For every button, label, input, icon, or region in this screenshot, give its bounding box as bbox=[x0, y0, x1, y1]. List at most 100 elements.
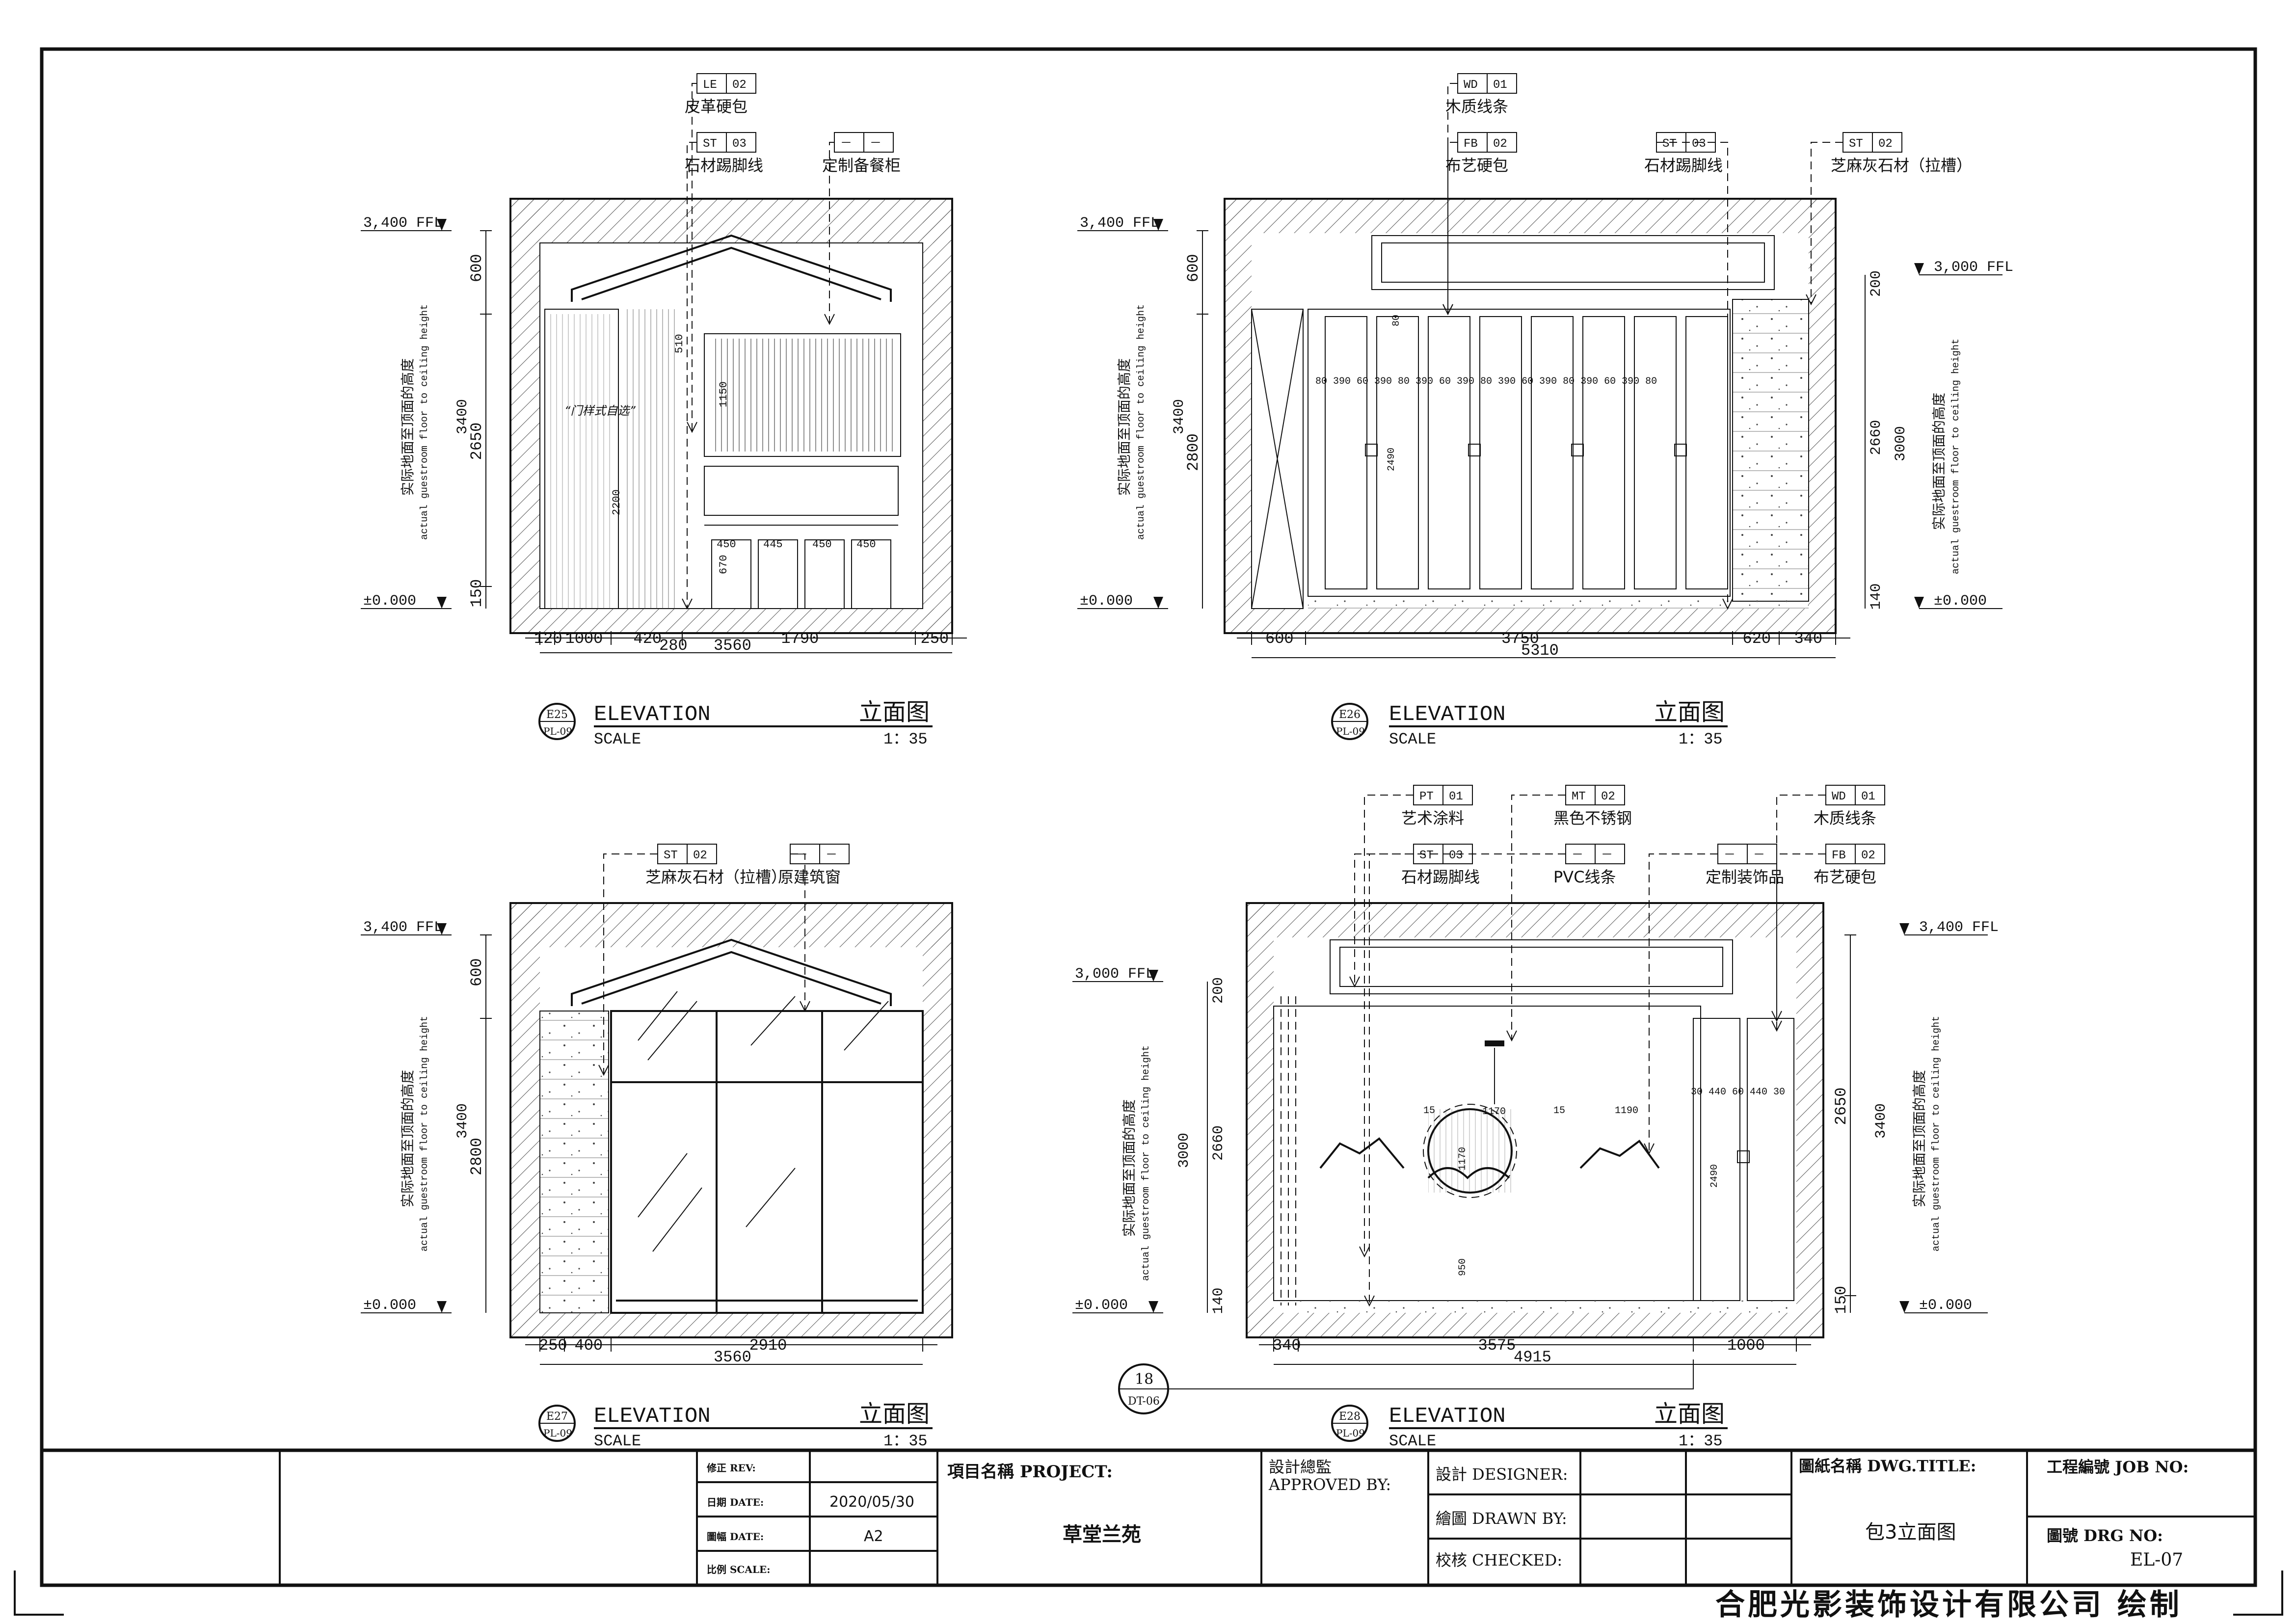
level-top-marker bbox=[437, 923, 447, 935]
left-total: 3000 bbox=[1176, 1133, 1193, 1168]
material-tag-arrow bbox=[598, 1065, 609, 1076]
right-dim: 200 bbox=[1868, 270, 1885, 297]
panel-knot bbox=[1737, 1150, 1750, 1163]
cabinet-door-1 bbox=[711, 539, 751, 609]
material-tag-leader bbox=[687, 142, 697, 609]
metal-trim bbox=[1485, 1040, 1504, 1046]
scale-label: 比例 SCALE: bbox=[707, 1564, 771, 1575]
view-id: E27 bbox=[546, 1411, 568, 1423]
vertical-dim: 600 bbox=[1184, 254, 1202, 282]
circle-dim: 1170 bbox=[1482, 1106, 1506, 1118]
material-tag-label: 石材踢脚线 bbox=[1644, 156, 1723, 175]
panel-knot bbox=[1674, 444, 1687, 456]
height-note-cn: 实际地面至顶面的高度 bbox=[400, 1070, 416, 1207]
door-note: “门样式自选” bbox=[564, 404, 636, 418]
floor-hatch bbox=[1225, 609, 1836, 633]
circle-dim: 15 bbox=[1423, 1105, 1435, 1117]
circle-dim: 1190 bbox=[1615, 1105, 1638, 1117]
skirting bbox=[1298, 1301, 1796, 1313]
material-tag-label: 石材踢脚线 bbox=[685, 156, 763, 175]
project-name: 草堂兰苑 bbox=[1063, 1523, 1141, 1546]
material-tag-code: － bbox=[796, 849, 808, 862]
panel-dim: 450 bbox=[812, 538, 832, 551]
material-tag-leader bbox=[790, 853, 805, 1011]
view-title-cn: 立面图 bbox=[1654, 1400, 1725, 1428]
material-tag-code: WD bbox=[1832, 790, 1846, 803]
height-note-cn: 实际地面至顶面的高度 bbox=[1931, 393, 1947, 530]
level-left-bottom-marker bbox=[1148, 1301, 1158, 1313]
material-tag-label: 布艺硬包 bbox=[1445, 156, 1508, 175]
material-tag-arrow bbox=[1722, 598, 1733, 610]
vertical-dim: 600 bbox=[468, 958, 486, 986]
panel-row-dims: 30 440 60 440 30 bbox=[1691, 1087, 1785, 1098]
elevation-e26: 80 390 60 390 80 390 60 390 80 390 60 39… bbox=[1224, 198, 1837, 634]
panel-height-dim: 2490 bbox=[1386, 448, 1397, 471]
level-right-top: 3,000 FFL bbox=[1934, 259, 2013, 276]
level-bottom: ±0.000 bbox=[1919, 1297, 1972, 1314]
title-block-grid bbox=[279, 1450, 2255, 1585]
material-tag-code: FB bbox=[1464, 137, 1478, 151]
view-id: E28 bbox=[1339, 1411, 1361, 1423]
material-tag-num: － bbox=[870, 137, 881, 151]
panel-knot bbox=[1468, 444, 1481, 456]
horizontal-dim: 250 bbox=[921, 630, 949, 648]
mirror-cross bbox=[1251, 309, 1304, 609]
fabric-panel bbox=[1685, 316, 1728, 589]
door-height-dim: 2200 bbox=[611, 489, 623, 515]
material-tag-code: ST bbox=[664, 849, 678, 862]
title-block-frame bbox=[40, 1448, 2257, 1587]
material-tag-num: 02 bbox=[732, 79, 747, 92]
material-tag-arrow bbox=[687, 422, 697, 433]
level-bottom: ±0.000 bbox=[1080, 593, 1133, 610]
left-dim: 140 bbox=[1210, 1287, 1227, 1314]
material-tag-leader bbox=[1511, 795, 1566, 1040]
material-tag-leader bbox=[1776, 795, 1826, 1021]
view-title-cn: 立面图 bbox=[859, 698, 930, 726]
checked-label: 校核 CHECKED: bbox=[1436, 1551, 1562, 1570]
height-note-cn: 实际地面至顶面的高度 bbox=[1911, 1070, 1927, 1207]
room-outline bbox=[1246, 902, 1824, 1338]
level-bottom-marker bbox=[1899, 1301, 1909, 1313]
material-tag-code: ST bbox=[1419, 849, 1434, 862]
material-tag-label: 定制装饰品 bbox=[1706, 868, 1784, 886]
vertical-total: 3400 bbox=[1171, 399, 1188, 434]
dwg-title: 包3立面图 bbox=[1865, 1521, 1956, 1544]
room-outline bbox=[509, 902, 953, 1338]
material-tag-num: 02 bbox=[693, 849, 707, 862]
material-tag-label: 黑色不锈钢 bbox=[1553, 809, 1632, 827]
material-tag-leader bbox=[829, 142, 834, 324]
material-tag-num: 03 bbox=[1692, 137, 1706, 151]
level-right-top-marker bbox=[1914, 263, 1924, 275]
fabric-panel bbox=[1325, 316, 1367, 589]
designer-label: 設計 DESIGNER: bbox=[1436, 1465, 1568, 1484]
project-label: 項目名稱 PROJECT: bbox=[947, 1462, 1113, 1482]
vertical-total: 3400 bbox=[454, 1103, 471, 1139]
material-tag-arrow bbox=[824, 314, 835, 325]
wall-left-hatch bbox=[1247, 903, 1274, 1337]
view-ref: PL-09 bbox=[1336, 725, 1365, 737]
circle-dim: 1170 bbox=[1457, 1147, 1468, 1171]
material-tag-code: ST bbox=[1849, 137, 1863, 151]
height-note-en: actual guestroom floor to ceiling height bbox=[419, 1016, 430, 1251]
company-credit: 合肥光影装饰设计有限公司 绘制 bbox=[1715, 1588, 2182, 1622]
vertical-dim: 600 bbox=[468, 254, 486, 282]
height-note-en: actual guestroom floor to ceiling height bbox=[1141, 1045, 1152, 1281]
ceiling-box-inner bbox=[1381, 242, 1765, 283]
view-title-en: ELEVATION bbox=[594, 702, 711, 727]
horizontal-dim: 400 bbox=[575, 1336, 603, 1355]
horizontal-dim: 1000 bbox=[565, 630, 603, 648]
view-scale-label: SCALE bbox=[1389, 730, 1436, 748]
material-tag-code: ST bbox=[1662, 137, 1677, 151]
material-tag-code: FB bbox=[1832, 849, 1846, 862]
horizontal-total: 5310 bbox=[1521, 641, 1559, 660]
horizontal-dim: 1000 bbox=[1727, 1336, 1765, 1355]
material-tag-arrow bbox=[1442, 304, 1453, 316]
material-tag-leader bbox=[692, 83, 697, 432]
view-title-en: ELEVATION bbox=[1389, 702, 1506, 727]
ceiling-box bbox=[1371, 235, 1775, 290]
skirting bbox=[1308, 596, 1809, 609]
material-tag-arrow bbox=[1771, 1020, 1782, 1032]
level-top: 3,400 FFL bbox=[363, 215, 443, 232]
